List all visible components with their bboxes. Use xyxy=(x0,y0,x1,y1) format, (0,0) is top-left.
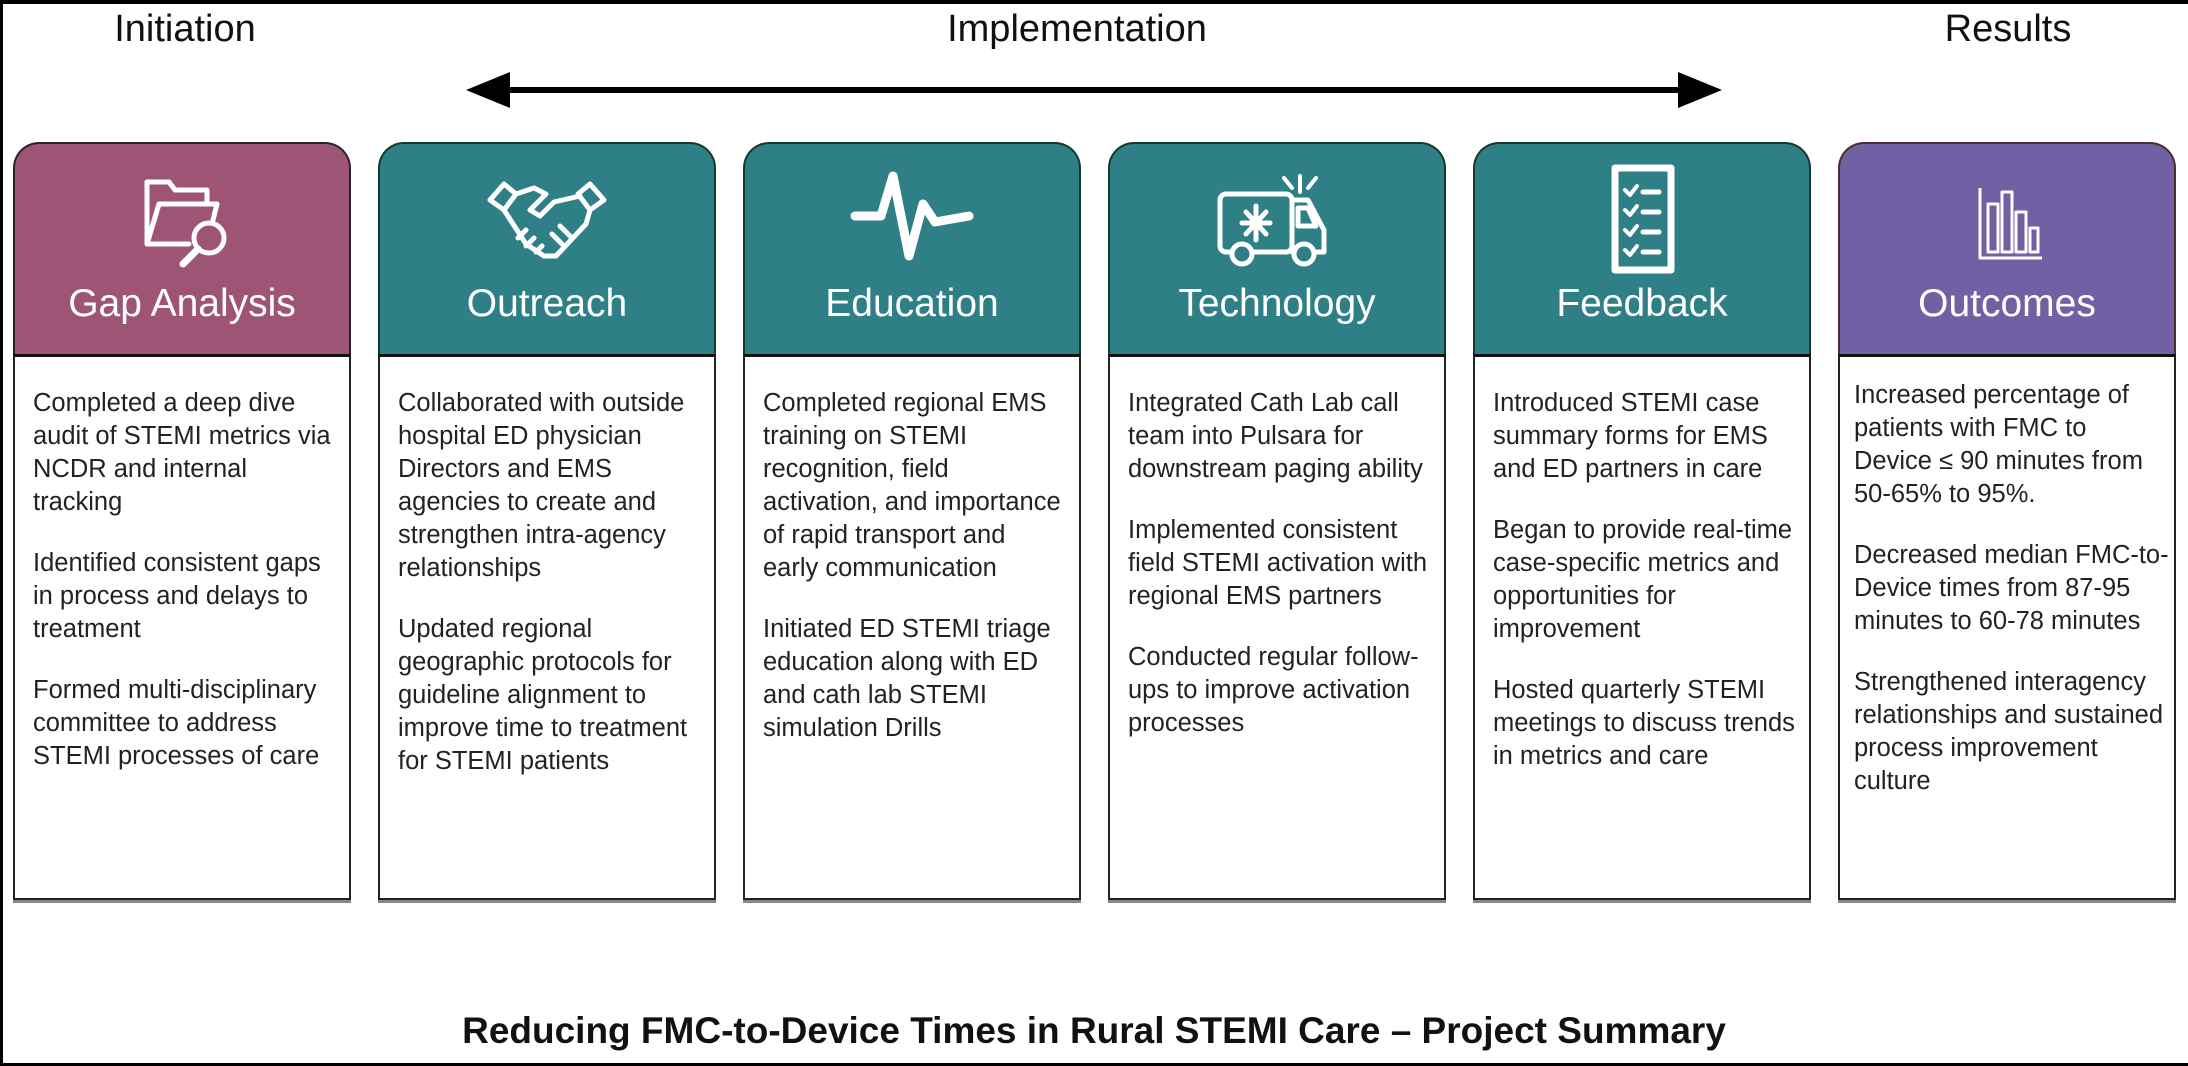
double-arrow-icon xyxy=(466,72,1722,108)
heartbeat-icon xyxy=(850,171,974,261)
card-header: Education xyxy=(743,142,1081,356)
bar-chart-icon xyxy=(1978,188,2042,260)
card-item: Updated regional geographic protocols fo… xyxy=(398,615,688,775)
card-item: Decreased median FMC-to-Device times fro… xyxy=(1854,541,2169,635)
card-title: Education xyxy=(825,282,999,325)
card-item: Integrated Cath Lab call team into Pulsa… xyxy=(1128,389,1423,483)
checklist-icon xyxy=(1611,164,1675,274)
card-item: Strengthened interagency relationships a… xyxy=(1854,668,2164,795)
card-body: Introduced STEMI case summary forms for … xyxy=(1473,354,1811,900)
card-item: Increased percentage of patients with FM… xyxy=(1854,381,2143,508)
card-body: Increased percentage of patients with FM… xyxy=(1838,354,2176,900)
phase-label-initiation: Initiation xyxy=(114,8,256,50)
card-gap-analysis: Gap Analysis Completed a deep dive audit… xyxy=(13,142,351,902)
card-item: Completed regional EMS training on STEMI… xyxy=(763,389,1061,582)
ambulance-icon xyxy=(1217,174,1327,267)
handshake-icon xyxy=(487,181,607,259)
card-title: Technology xyxy=(1178,282,1376,325)
phase-label-implementation: Implementation xyxy=(947,8,1207,50)
card-item: Collaborated with outside hospital ED ph… xyxy=(398,389,685,582)
card-item: Began to provide real-time case-specific… xyxy=(1493,516,1793,643)
card-outcomes: Outcomes Increased percentage of patient… xyxy=(1838,142,2176,902)
card-item: Identified consistent gaps in process an… xyxy=(33,549,321,643)
diagram-title: Reducing FMC-to-Device Times in Rural ST… xyxy=(462,1010,1726,1051)
card-outreach: Outreach Collaborated with outside hospi… xyxy=(378,142,716,902)
card-item: Formed multi-disciplinary committee to a… xyxy=(33,676,320,770)
card-body: Completed a deep dive audit of STEMI met… xyxy=(13,354,351,900)
card-feedback: Feedback Introduced STEMI case summary f… xyxy=(1473,142,1811,902)
card-body: Integrated Cath Lab call team into Pulsa… xyxy=(1108,354,1446,900)
card-item: Completed a deep dive audit of STEMI met… xyxy=(33,389,331,516)
card-item: Initiated ED STEMI triage education alon… xyxy=(763,615,1051,742)
card-item: Conducted regular follow-ups to improve … xyxy=(1128,643,1419,737)
card-header: Gap Analysis xyxy=(13,142,351,356)
card-item: Introduced STEMI case summary forms for … xyxy=(1493,389,1768,483)
card-body: Collaborated with outside hospital ED ph… xyxy=(378,354,716,900)
card-body: Completed regional EMS training on STEMI… xyxy=(743,354,1081,900)
card-education: Education Completed regional EMS trainin… xyxy=(743,142,1081,902)
card-header: Outcomes xyxy=(1838,142,2176,356)
phase-label-results: Results xyxy=(1944,8,2072,50)
card-header: Technology xyxy=(1108,142,1446,356)
card-item: Hosted quarterly STEMI meetings to discu… xyxy=(1493,676,1795,770)
folder-search-icon xyxy=(144,179,227,268)
card-item: Implemented consistent field STEMI activ… xyxy=(1128,516,1428,610)
card-title: Gap Analysis xyxy=(68,282,296,325)
card-title: Outcomes xyxy=(1918,282,2096,325)
card-technology: Technology Integrated Cath Lab call team… xyxy=(1108,142,1446,902)
card-title: Feedback xyxy=(1556,282,1728,325)
card-header: Outreach xyxy=(378,142,716,356)
card-title: Outreach xyxy=(466,282,628,325)
card-header: Feedback xyxy=(1473,142,1811,356)
